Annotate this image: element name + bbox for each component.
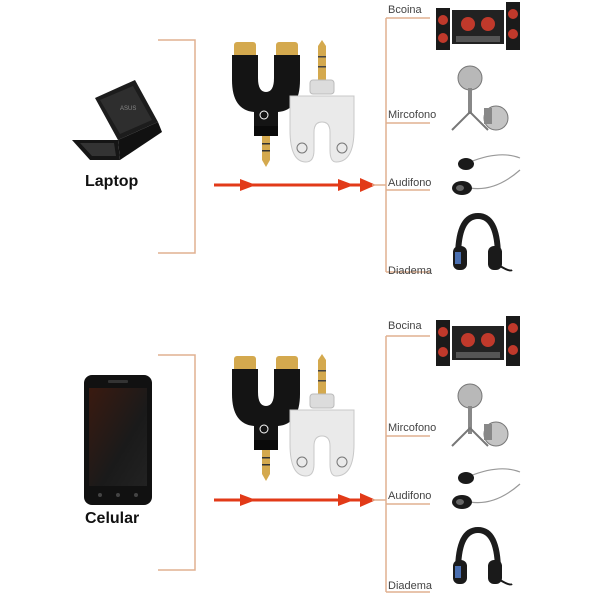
smartphone-icon (84, 375, 152, 505)
signal-arrow (214, 493, 376, 507)
white-y-adapter (289, 40, 355, 163)
output-tree (372, 335, 430, 593)
headset-icon (453, 526, 513, 586)
black-y-adapter (232, 42, 300, 167)
earphones-icon (452, 468, 521, 509)
output-label-microphone: Mircofono (388, 109, 437, 121)
microphone-icon (451, 383, 509, 447)
laptop-icon: ASUS (72, 80, 162, 160)
laptop-diagram: ASUS (72, 2, 521, 273)
laptop-panel: ASUS (72, 2, 521, 277)
white-y-adapter (289, 354, 355, 477)
signal-arrow (214, 178, 376, 192)
device-label: Laptop (85, 173, 139, 190)
celular-diagram (84, 316, 521, 593)
headset-icon (453, 212, 513, 272)
earphones-icon (452, 154, 521, 195)
output-label-microphone: Mircofono (388, 422, 437, 434)
speaker-icon (436, 2, 520, 50)
output-label-headset: Diadema (388, 265, 433, 277)
device-label: Celular (85, 510, 140, 527)
speaker-icon (436, 316, 520, 366)
svg-text:ASUS: ASUS (120, 106, 136, 112)
output-tree (372, 17, 430, 273)
black-y-adapter (232, 356, 300, 481)
microphone-icon (451, 65, 509, 131)
output-label-earphones: Audifono (388, 177, 432, 189)
output-label-speaker: Bocina (388, 320, 422, 332)
output-label-speaker: Bcoina (388, 4, 422, 16)
output-label-headset: Diadema (388, 580, 433, 592)
input-bracket (158, 354, 196, 571)
input-bracket (158, 39, 196, 254)
celular-panel: Celular Bocina Mircofono Audifono Diadem… (0, 300, 600, 600)
output-label-earphones: Audifono (388, 490, 432, 502)
